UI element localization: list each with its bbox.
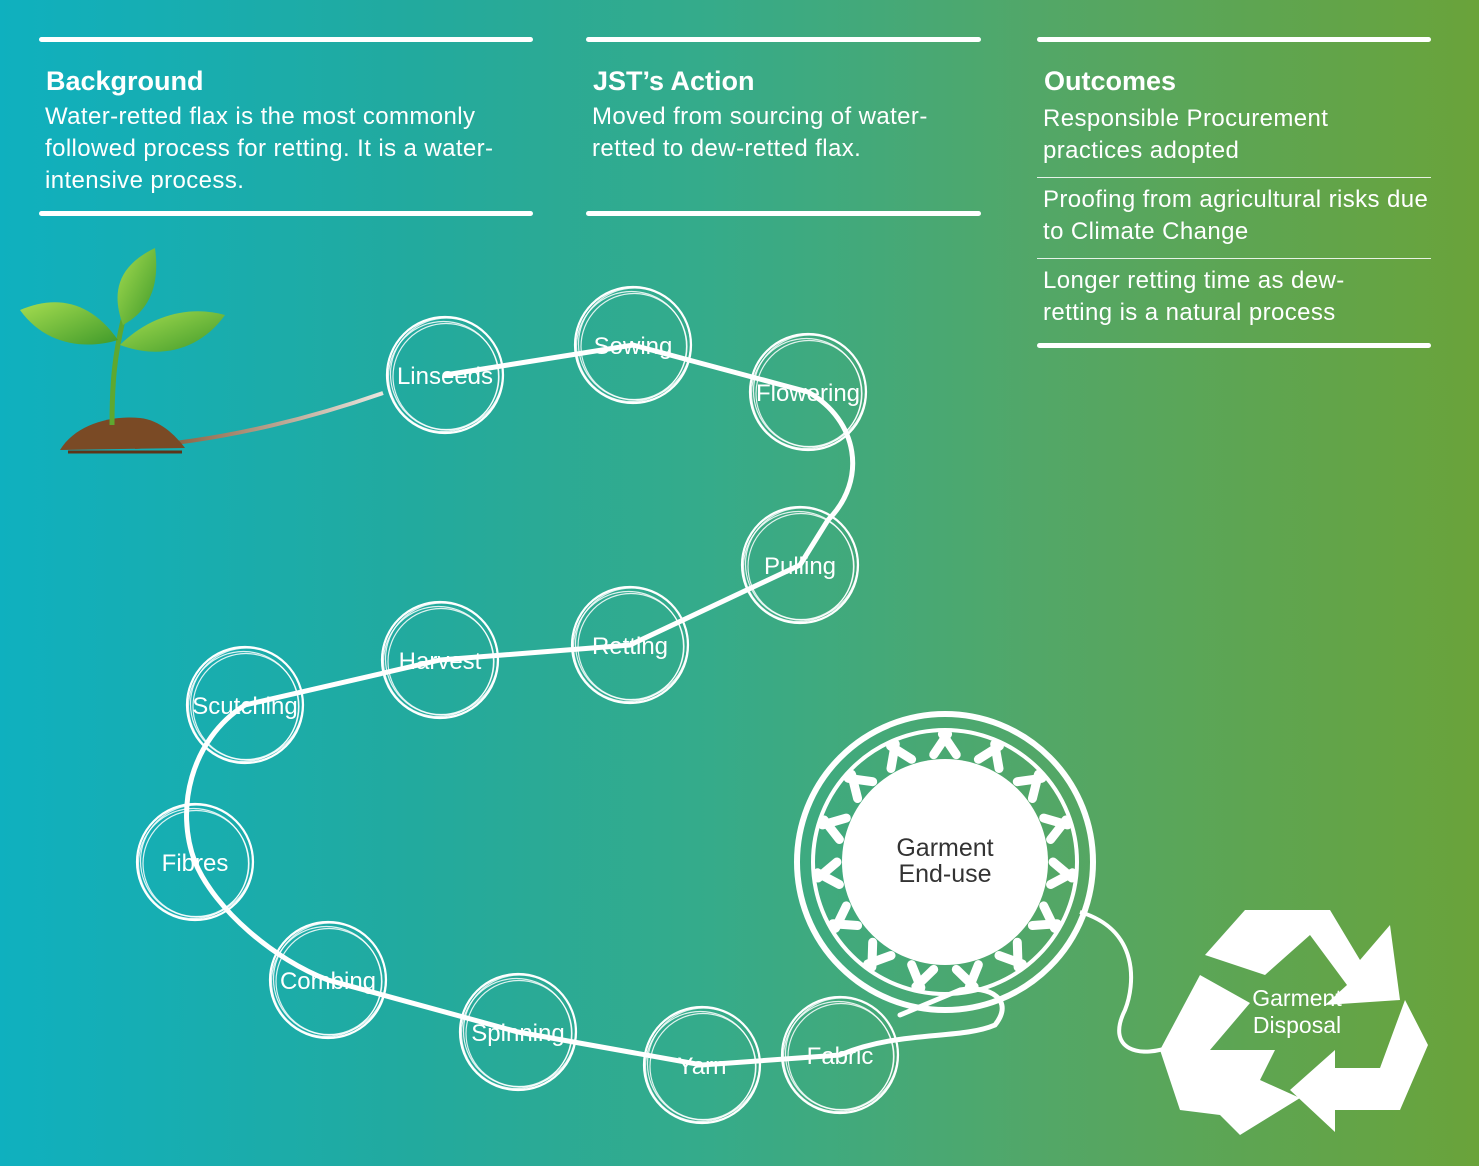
stage-flowering: Flowering [748,332,868,452]
stage-label: Yarn [678,1053,727,1080]
top-rule [586,37,981,42]
top-rule [39,37,533,42]
stage-label: Harvest [399,648,482,675]
stage-ring [787,1002,895,1111]
yarn-strand [951,964,979,992]
disposal-label-line1: Garment [1252,985,1342,1011]
stage-label: Sowing [594,333,673,360]
stage-label: Spinning [471,1020,564,1047]
yarn-strand [831,901,851,933]
stage-ring [142,809,250,918]
stage-label: Linseeds [397,363,493,390]
stage-ring [392,322,500,431]
bottom-rule [586,211,981,216]
stage-label: Pulling [764,553,836,580]
yarn-strand [990,739,1004,773]
recycle-icon: Garment Disposal [1160,910,1428,1135]
action-section: JST’s Action Moved from sourcing of wate… [586,37,981,216]
yarn-strand [818,813,851,830]
stage-ring [387,607,495,716]
stage-label: Retting [592,633,668,660]
garment-label-line2: End-use [898,860,991,888]
background-section: Background Water-retted flax is the most… [39,37,533,216]
stage-spinning: Spinning [458,972,578,1092]
stage-ring [580,292,688,401]
outcomes-section: Outcomes Responsible Procurement practic… [1037,37,1431,348]
outcome-divider [1037,177,1431,178]
stage-combing: Combing [268,920,388,1040]
stage-ring [649,1012,757,1121]
stage-linseeds: Linseeds [385,315,505,435]
yarn-strand [1046,868,1077,889]
stage-label: Combing [280,968,376,995]
background-text: Water-retted flax is the most commonly f… [45,103,494,194]
disposal-label-line2: Disposal [1253,1012,1341,1038]
stage-label: Fibres [162,850,229,877]
yarn-strand [1046,815,1071,844]
stage-harvest: Harvest [380,600,500,720]
disposal-connector [1079,910,1176,1054]
action-heading: JST’s Action [593,66,755,96]
yarn-strand [867,937,878,972]
stage-fibres: Fibres [135,802,255,922]
yarn-strand [843,773,878,787]
outcome-item: Responsible Procurement practices adopte… [1043,105,1329,164]
bottom-rule [1037,343,1431,348]
stage-fabric: Fabric [780,995,900,1115]
outcome-item: Longer retting time as dew-retting is a … [1043,267,1345,326]
outcomes-heading: Outcomes [1044,66,1177,96]
yarn-strand [813,857,842,883]
stage-ring [747,512,855,621]
stages-layer: Linseeds SowingFloweringPullingRettingHar… [135,285,900,1125]
yarn-ball-icon: Garment End-use [794,711,1096,1013]
stage-sowing: Sowing [573,285,693,405]
top-rule [1037,37,1431,42]
stage-ring [577,592,685,701]
process-path [184,342,1005,1068]
garment-label-line1: Garment [896,834,993,862]
stage-retting: Retting [570,585,690,705]
stage-ring [192,652,300,761]
stage-scutching: Scutching [185,645,305,765]
bottom-rule [39,211,533,216]
outcome-divider [1037,258,1431,259]
stage-ring [755,339,863,448]
stage-ring [465,979,573,1088]
stage-pulling: Pulling [740,505,860,625]
stage-label: Flowering [756,380,860,407]
background-heading: Background [46,66,204,96]
stage-label: Scutching [192,693,297,720]
yarn-strand [994,951,1027,969]
yarn-strand [907,960,926,993]
stage-yarn: Yarn [642,1005,762,1125]
yarn-strand [937,729,961,760]
stage-label: Fabric [807,1043,874,1070]
yarn-strand [886,741,917,764]
stage-ring [275,927,383,1036]
seedling-icon [20,248,225,454]
yarn-strand [1027,769,1043,803]
yarn-strand [1027,919,1062,930]
action-text: Moved from sourcing of water-retted to d… [592,103,928,162]
outcome-item: Proofing from agricultural risks due to … [1043,186,1429,245]
